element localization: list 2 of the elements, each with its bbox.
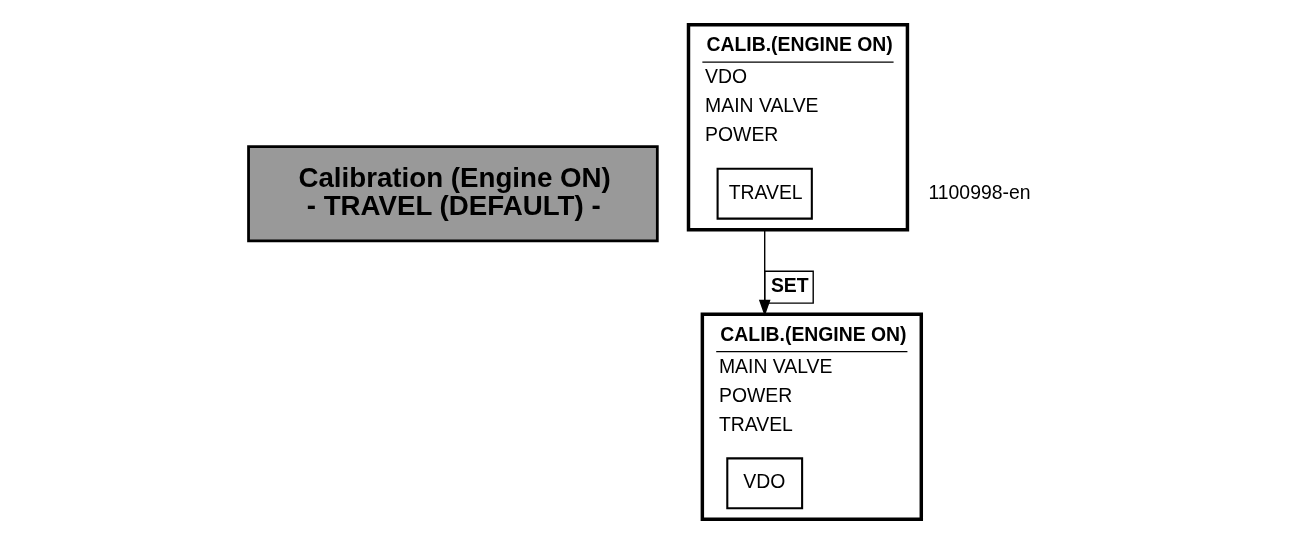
edge-label: SET: [770, 273, 809, 296]
label: 1100998-en: [928, 180, 1031, 203]
